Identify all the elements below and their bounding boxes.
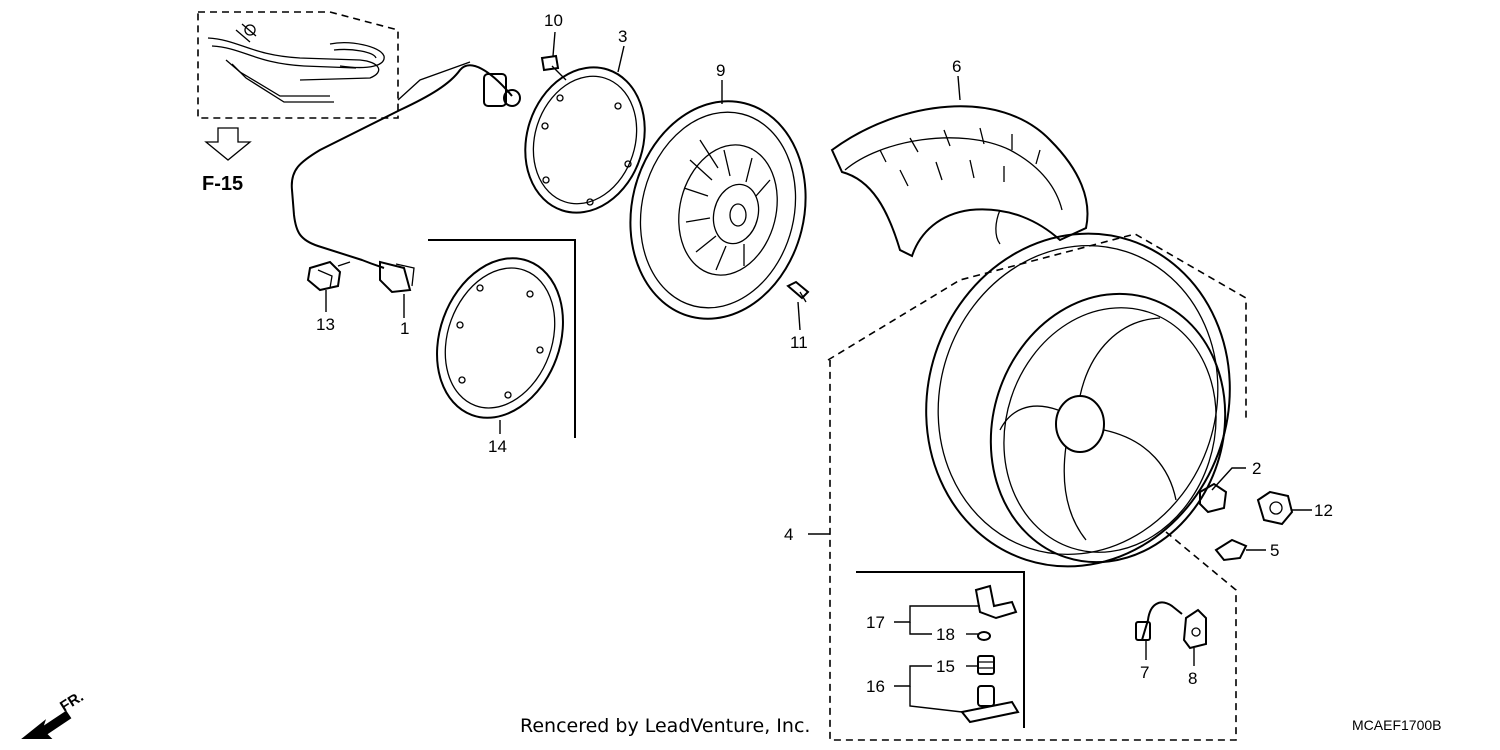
callout-8[interactable]: 8 [1188,669,1197,688]
reference-label: F-15 [202,173,243,195]
callout-12[interactable]: 12 [1314,501,1333,520]
callout-7[interactable]: 7 [1140,663,1149,682]
callout-14[interactable]: 14 [488,437,507,456]
harness-reference-box [197,11,399,119]
part-4-rear-wheel[interactable] [827,194,1273,741]
reference-arrow-f15[interactable]: F-15 [202,127,252,195]
callout-9[interactable]: 9 [716,61,725,80]
part-15-nut[interactable] [977,655,995,675]
part-1-wheel-speed-sensor[interactable] [290,61,521,294]
part-18-o-ring[interactable] [977,631,991,641]
callout-6[interactable]: 6 [952,57,961,76]
callout-1[interactable]: 1 [400,319,409,338]
callout-13[interactable]: 13 [316,315,335,334]
callout-2[interactable]: 2 [1252,459,1261,478]
callout-11[interactable]: 11 [790,333,808,352]
callout-4[interactable]: 4 [784,525,793,544]
valve-subassembly-box [856,571,1025,728]
part-3-pulser-ring[interactable] [507,52,663,229]
callout-18[interactable]: 18 [936,625,955,644]
part-7-valve-extension[interactable] [1135,601,1183,641]
callout-15[interactable]: 15 [936,657,955,676]
callout-10[interactable]: 10 [544,11,563,30]
leader-lines [325,31,1312,713]
part-2-collar[interactable] [1199,482,1228,514]
part-16-valve-base[interactable] [960,685,1020,724]
diagram-code: MCAEF1700B [1352,717,1441,733]
part-9-brake-disc[interactable] [608,82,828,337]
direction-label: FR. [57,688,87,715]
part-11-bolt[interactable] [786,280,810,303]
part-12-axle-nut[interactable] [1256,490,1294,526]
callout-5[interactable]: 5 [1270,541,1279,560]
front-direction-indicator: FR. [21,688,87,739]
callout-17[interactable]: 17 [866,613,885,632]
part-5-weight[interactable] [1214,538,1248,562]
part-13-clip[interactable] [306,260,351,292]
callout-16[interactable]: 16 [866,677,885,696]
credit-text: Rencered by LeadVenture, Inc. [520,715,810,737]
callout-3[interactable]: 3 [618,27,627,46]
part-8-valve-holder[interactable] [1182,608,1207,650]
part-14-pulser-ring[interactable] [416,239,585,438]
callout-labels: 10 3 9 6 13 1 11 14 4 2 12 5 7 8 17 18 1… [316,11,1333,696]
part-17-air-valve[interactable] [974,584,1018,620]
part-6-tire[interactable] [830,105,1089,258]
